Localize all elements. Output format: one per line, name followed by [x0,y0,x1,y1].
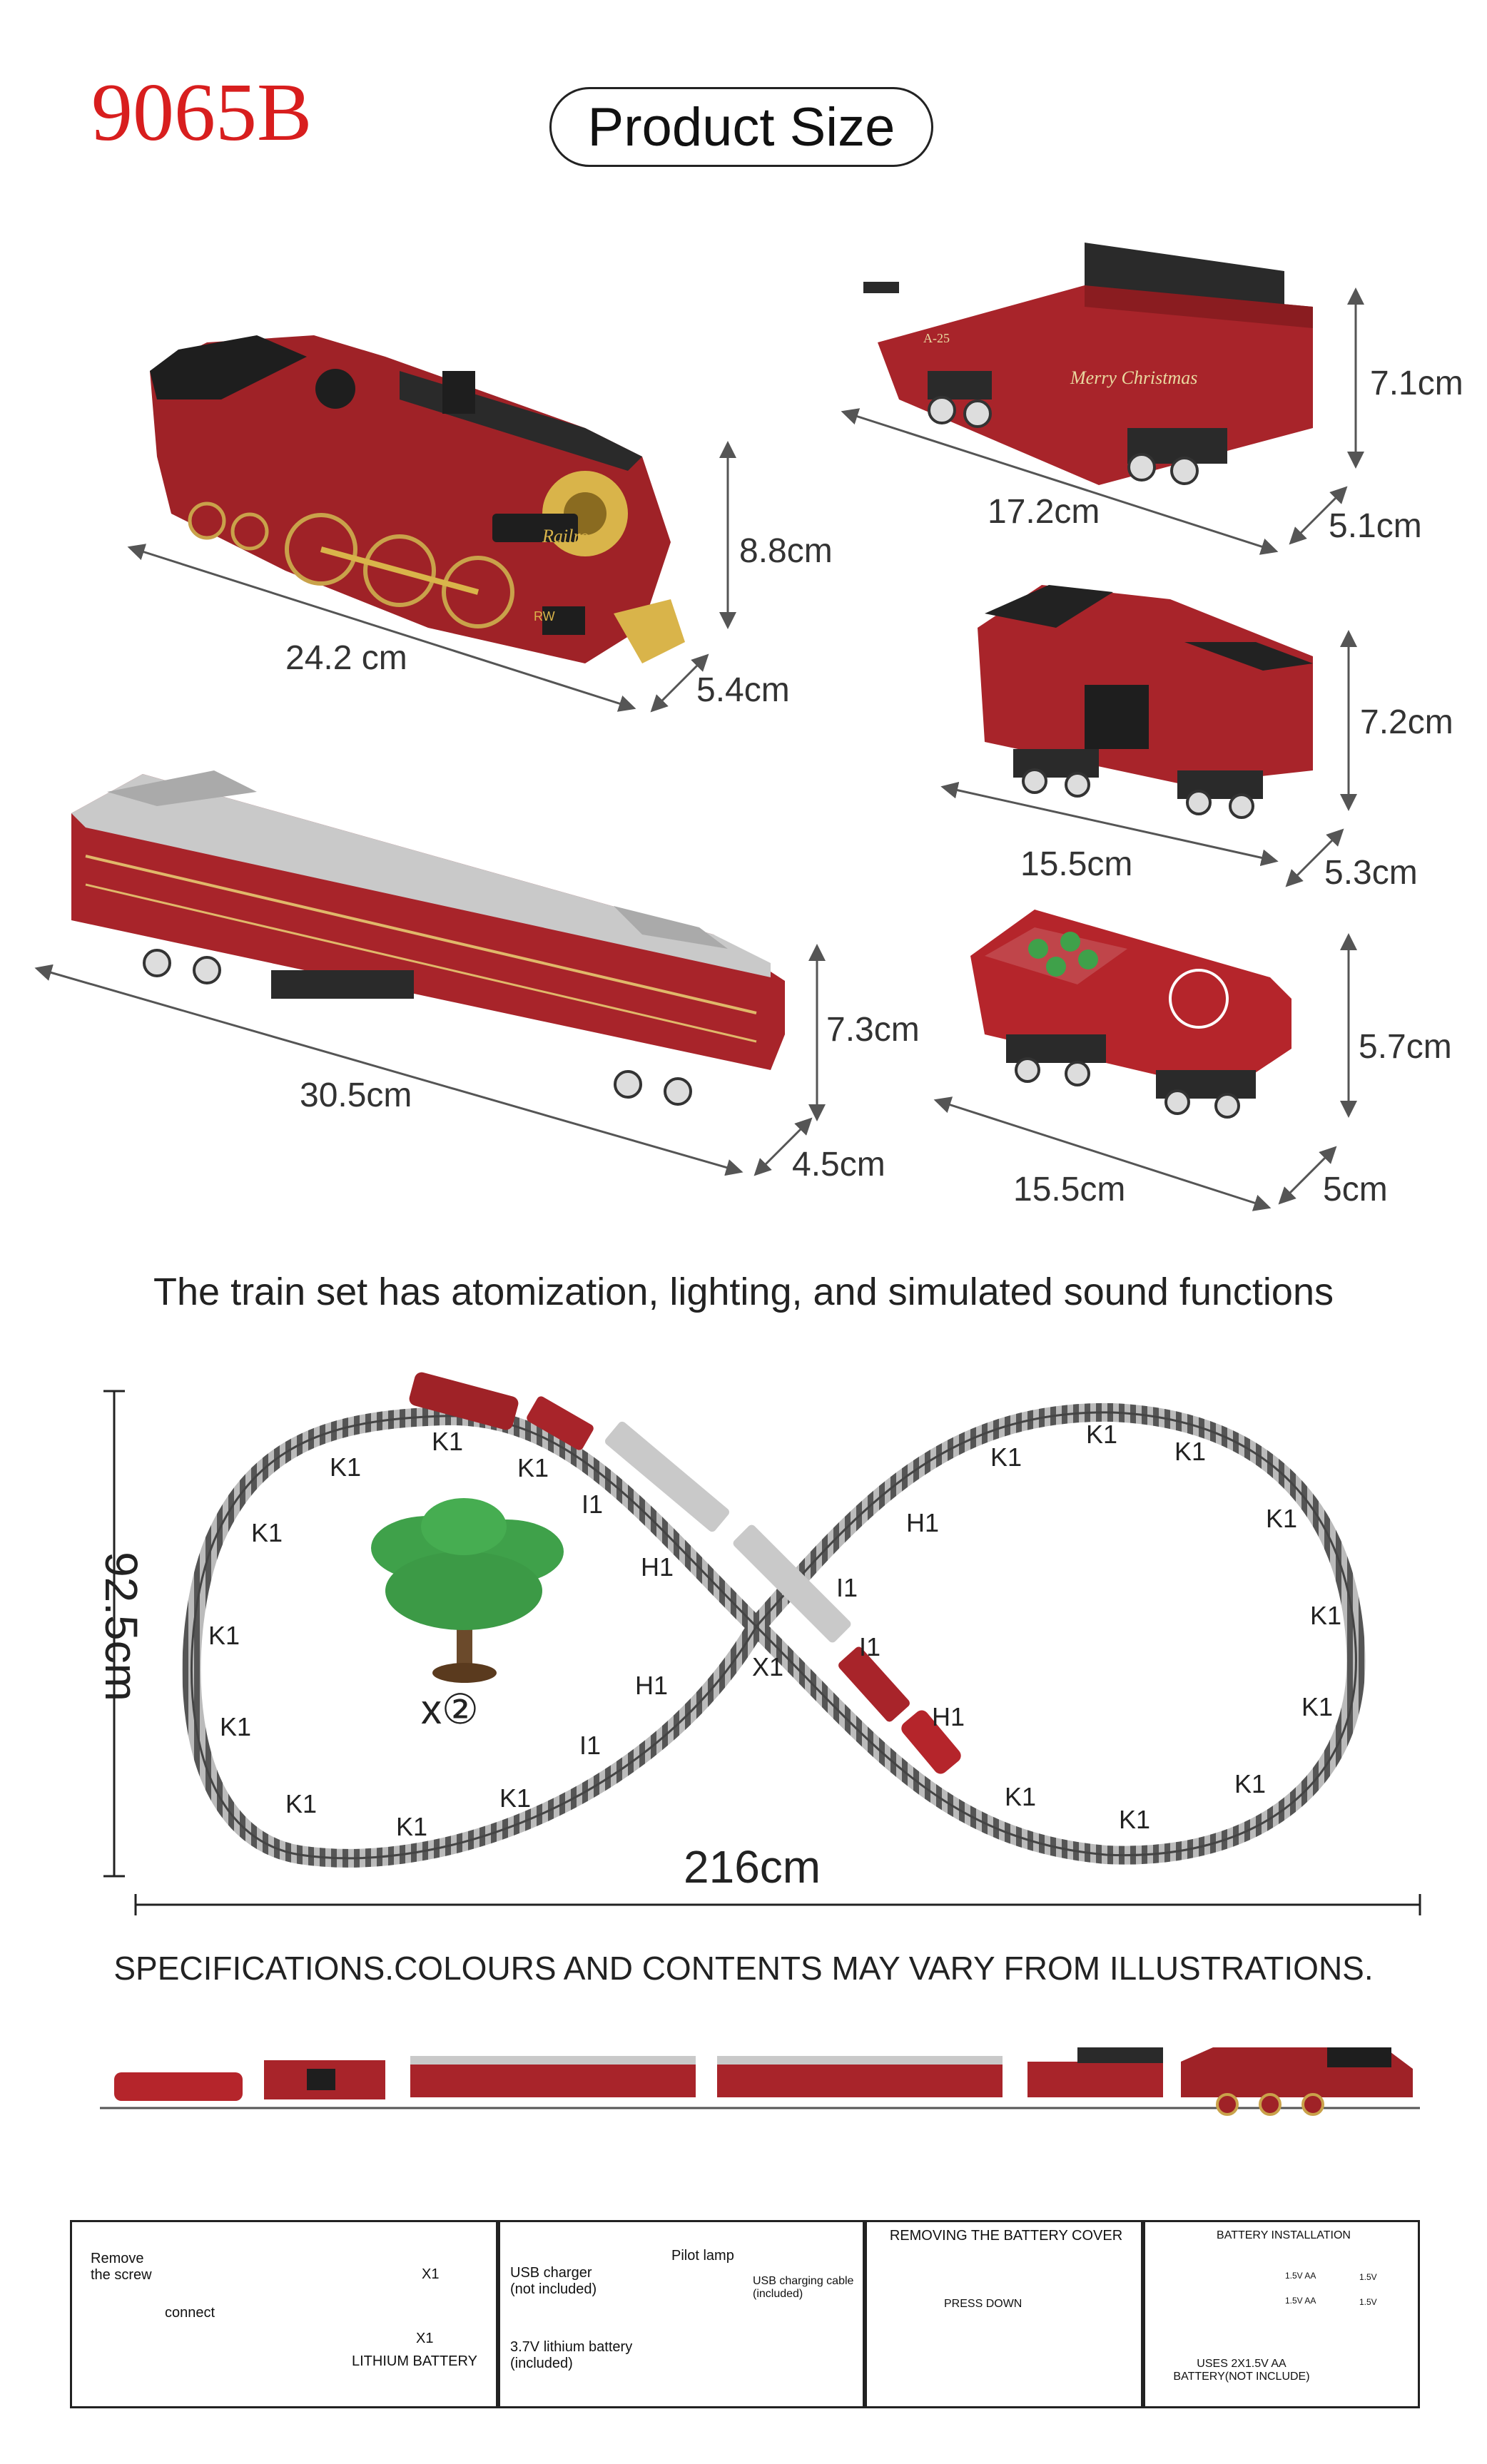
track-label: K1 [330,1452,362,1482]
track-label: K1 [432,1427,464,1456]
usb-cable-text: USB charging cable (included) [753,2275,854,2300]
quantity-text-1: X1 [422,2266,440,2282]
tender-image [863,243,1313,485]
locomotive-width-label: 5.4cm [696,671,790,709]
track-label: K1 [499,1783,532,1813]
track-label: K1 [1119,1805,1151,1834]
press-down-text: PRESS DOWN [944,2298,1022,2310]
track-label: I1 [582,1490,604,1519]
track-label: I1 [579,1731,602,1760]
track-label: K1 [1301,1692,1334,1721]
lithium-battery-panel: LITHIUM BATTERY INSTALLATION Remove the … [70,2220,498,2408]
locomotive-image [150,335,685,663]
caboose-width-label: 5.3cm [1324,854,1418,892]
voltage-label-1: 1.5V [1359,2272,1377,2282]
tree-image [371,1498,564,1683]
connect-text: connect [165,2305,215,2321]
track-label: K1 [220,1712,252,1741]
battery-car-width-label: 5cm [1323,1171,1388,1208]
caboose-length-label: 15.5cm [1020,845,1133,883]
figure-eight-track [182,1402,1366,1868]
track-label: I1 [859,1632,881,1661]
track-label: K1 [517,1453,549,1482]
tender-code-text: A-25 [923,331,950,345]
locomotive-name-text: Railroad [542,526,608,546]
caboose-height-label: 7.2cm [1360,703,1453,741]
layout-height-label: 92.5cm [96,1552,147,1701]
tree-quantity-label: x② [421,1686,479,1733]
track-label: K1 [1086,1420,1118,1449]
track-label: H1 [932,1702,965,1731]
full-train-strip [100,2047,1420,2116]
aa-label-1: 1.5V AA [1285,2271,1316,2281]
passenger-car-length-label: 30.5cm [300,1076,412,1114]
track-label: H1 [641,1552,674,1582]
battery-note-text: USES 2X1.5V AA BATTERY(NOT INCLUDE) [1173,2358,1310,2383]
quantity-text-2: X1 [416,2331,434,2346]
track-label: K1 [1005,1782,1037,1811]
battery-car-height-label: 5.7cm [1359,1028,1452,1066]
locomotive-length-label: 24.2 cm [285,639,407,677]
caboose-image [978,585,1313,819]
product-size-title: Product Size [549,87,933,167]
lithium-included-text: 3.7V lithium battery (included) [510,2339,633,2371]
track-label: K1 [285,1789,318,1818]
battery-car-image [970,910,1291,1119]
layout-height-dim: 92.5cm [78,1519,164,1734]
layout-width-label: 216cm [684,1841,821,1893]
lithium-battery-label: LITHIUM BATTERY [352,2353,477,2369]
remove-screw-text: Remove the screw [91,2251,152,2283]
tender-width-label: 5.1cm [1329,507,1422,545]
model-number: 9065B [91,67,313,158]
track-label: I1 [836,1573,858,1602]
tender-height-label: 7.1cm [1370,365,1463,402]
track-label: K1 [1310,1601,1342,1630]
usb-charging-panel: USB charger (not included) Pilot lamp US… [498,2220,865,2408]
tender-length-label: 17.2cm [988,493,1100,531]
track-label: K1 [990,1442,1022,1472]
track-label: K1 [396,1812,428,1841]
usb-charger-text: USB charger (not included) [510,2265,597,2297]
train-on-track [409,1372,961,1774]
track-label: K1 [251,1518,283,1547]
passenger-car-image [71,770,785,1106]
track-label: X1 [752,1652,784,1681]
tender-decoration-text: Merry Christmas [1070,367,1197,388]
battery-cover-panel: REMOVING THE BATTERY COVER PRESS DOWN [865,2220,1143,2408]
battery-car-length-label: 15.5cm [1013,1171,1126,1208]
lithium-panel-title: LITHIUM BATTERY INSTALLATION [171,2224,401,2239]
track-label: H1 [635,1671,669,1700]
passenger-car-width-label: 4.5cm [792,1146,885,1183]
functions-text: The train set has atomization, lighting,… [153,1271,1334,1313]
battery-cover-title: REMOVING THE BATTERY COVER [889,2228,1123,2244]
locomotive-number-text: RW [534,609,555,623]
battery-install-title: BATTERY INSTALLATION [1217,2229,1351,2241]
voltage-label-2: 1.5V [1359,2297,1377,2307]
track-label: K1 [1174,1437,1207,1466]
track-label: K1 [208,1621,240,1650]
aa-label-2: 1.5V AA [1285,2296,1316,2306]
track-label: H1 [906,1508,940,1537]
track-label: K1 [1266,1504,1298,1533]
pilot-lamp-text: Pilot lamp [671,2248,734,2264]
disclaimer-text: SPECIFICATIONS.COLOURS AND CONTENTS MAY … [113,1950,1374,1987]
battery-installation-panel: BATTERY INSTALLATION 1.5V AA 1.5V AA 1.5… [1143,2220,1420,2408]
locomotive-height-label: 8.8cm [739,532,833,570]
track-label: K1 [1234,1769,1267,1798]
passenger-car-height-label: 7.3cm [826,1011,920,1049]
